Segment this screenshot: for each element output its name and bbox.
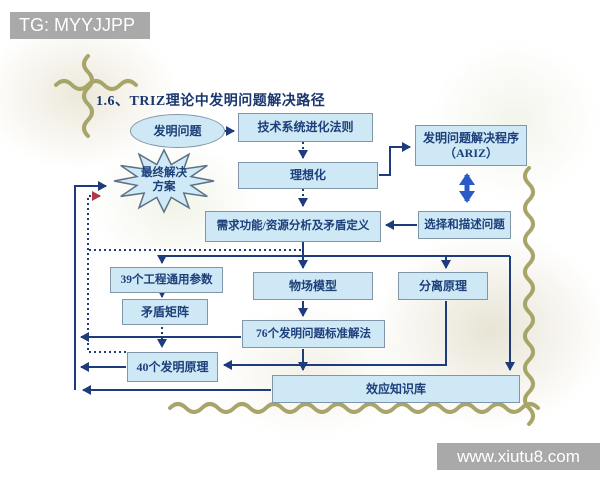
watermark-bottom-right: www.xiutu8.com [437,443,600,470]
node-label: （ARIZ） [443,145,498,160]
node-label: 效应知识库 [365,381,426,396]
node-idealization: 理想化 [238,162,378,189]
node-label: 技术系统进化法则 [257,120,354,134]
node-contradiction-matrix: 矛盾矩阵 [122,299,208,325]
node-invention-problem: 发明问题 [130,114,225,148]
node-40-principles: 40个发明原理 [127,352,218,382]
node-ariz: 发明问题解决程序 （ARIZ） [415,125,527,166]
background-foliage [90,140,260,270]
node-label: 矛盾矩阵 [140,304,189,319]
node-separation-principles: 分离原理 [398,272,488,300]
node-tech-evolution: 技术系统进化法则 [238,113,373,142]
node-label: 物场模型 [288,278,337,293]
node-demand-analysis: 需求功能/资源分析及矛盾定义 [205,211,381,242]
arrow-rail-to-solution [74,181,107,390]
node-sufield-model: 物场模型 [253,272,373,300]
node-label: 发明问题解决程序 [422,130,519,145]
background-foliage [430,40,600,200]
node-select-describe: 选择和描述问题 [418,211,511,239]
node-label: 最终解决 [141,167,187,179]
node-label: 76个发明问题标准解法 [256,327,371,340]
node-label: 需求功能/资源分析及矛盾定义 [216,220,370,233]
node-76-standard-solutions: 76个发明问题标准解法 [242,320,385,348]
node-label: 选择和描述问题 [424,218,505,231]
node-label: 40个发明原理 [136,359,209,374]
node-label: 发明问题 [153,123,202,138]
node-label: 分离原理 [418,278,467,293]
node-label: 理想化 [289,168,326,182]
node-label: 39个工程通用参数 [120,273,213,286]
node-39-parameters: 39个工程通用参数 [110,267,223,293]
arrow-ideal-to-ariz [379,142,411,176]
page-title: 1.6、TRIZ理论中发明问题解决路径 [96,94,326,109]
node-label: 方案 [152,181,176,194]
node-effects-knowledge-base: 效应知识库 [272,375,520,403]
watermark-top-left: TG: MYYJJPP [10,12,150,39]
node-final-solution: 最终解决 方案 [128,166,200,195]
